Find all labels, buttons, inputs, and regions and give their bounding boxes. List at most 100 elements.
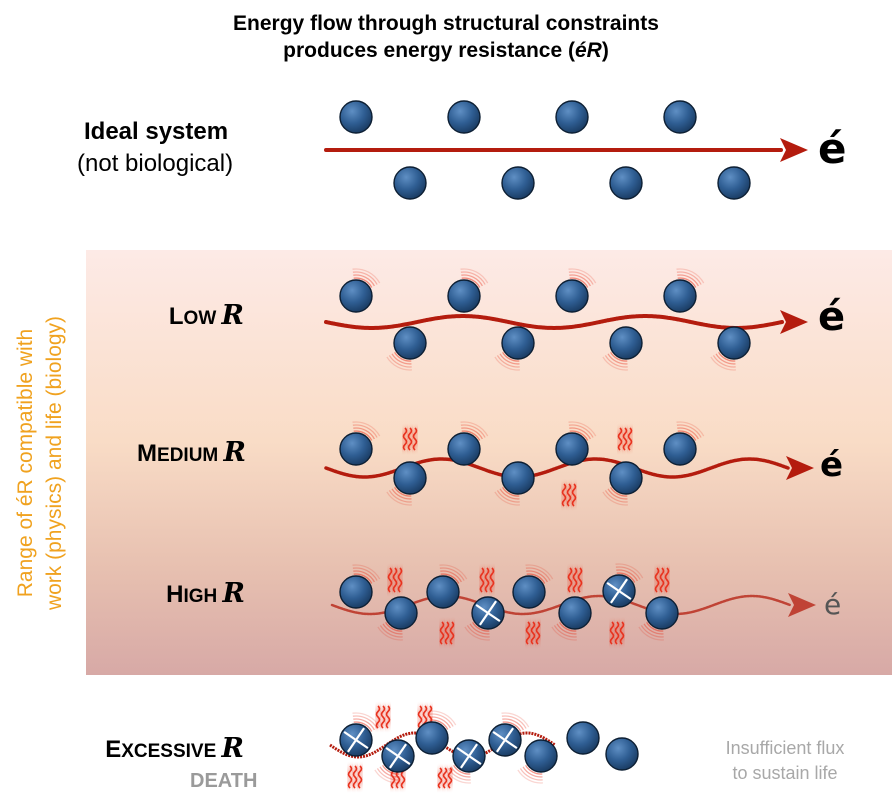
ideal-system-sublabel: (not biological) xyxy=(77,150,234,177)
particle xyxy=(393,166,427,200)
particle xyxy=(339,100,373,134)
particle xyxy=(384,596,418,630)
particle xyxy=(609,461,643,495)
particle xyxy=(339,432,373,466)
motion-arc xyxy=(460,268,489,288)
motion-arc xyxy=(374,764,400,784)
diagram-title: Energy flow through structural constrain… xyxy=(0,10,892,64)
broken-particle xyxy=(381,739,415,773)
low-arrow-head xyxy=(780,310,808,334)
low-output-e: é xyxy=(818,294,846,340)
motion-arc xyxy=(352,712,381,732)
motion-arc xyxy=(602,486,628,506)
particle xyxy=(426,575,460,609)
high-output-e: é xyxy=(824,588,842,621)
medium-r-label: MEDIUM R xyxy=(137,437,246,468)
particle xyxy=(501,461,535,495)
high-arrow-head xyxy=(788,593,816,617)
medium-arrow-head xyxy=(786,456,814,480)
particle xyxy=(609,326,643,360)
motion-arc xyxy=(352,268,381,288)
motion-arc xyxy=(439,564,468,584)
medium-output-e: é xyxy=(820,445,844,485)
motion-arc xyxy=(568,268,597,288)
broken-particle xyxy=(602,574,636,608)
heat-squiggle xyxy=(478,566,496,594)
motion-arc xyxy=(517,764,543,784)
motion-arc xyxy=(464,621,490,641)
motion-arc xyxy=(460,421,489,441)
particle xyxy=(339,279,373,313)
ideal-system-label: Ideal system xyxy=(84,118,229,145)
particle xyxy=(558,596,592,630)
motion-arc xyxy=(352,421,381,441)
motion-arc xyxy=(710,351,736,371)
motion-arc xyxy=(501,712,530,732)
particle xyxy=(501,166,535,200)
motion-arc xyxy=(445,764,471,784)
particle xyxy=(645,596,679,630)
broken-particle xyxy=(488,723,522,757)
motion-arc xyxy=(568,421,597,441)
particle xyxy=(663,279,697,313)
ideal-arrow-head xyxy=(780,138,808,162)
motion-arc xyxy=(377,621,403,641)
heat-squiggle xyxy=(346,764,364,790)
particle xyxy=(447,432,481,466)
motion-arc xyxy=(676,421,705,441)
particle xyxy=(447,100,481,134)
title-line-1: Energy flow through structural constrain… xyxy=(233,12,659,35)
low-arrow-line xyxy=(324,313,784,331)
particle xyxy=(393,326,427,360)
particle xyxy=(339,575,373,609)
heat-squiggle xyxy=(566,566,584,594)
low-r-label: LOW R xyxy=(168,300,244,331)
particle xyxy=(609,166,643,200)
heat-squiggle xyxy=(560,482,578,508)
particle xyxy=(501,326,535,360)
heat-squiggle xyxy=(436,766,454,790)
motion-arc xyxy=(676,268,705,288)
motion-arc xyxy=(386,486,412,506)
heat-squiggle xyxy=(386,566,404,594)
motion-arc xyxy=(551,621,577,641)
motion-arc xyxy=(494,486,520,506)
death-label: DEATH xyxy=(190,770,258,792)
broken-particle xyxy=(339,723,373,757)
particle xyxy=(512,575,546,609)
particle xyxy=(663,432,697,466)
particle xyxy=(605,737,639,771)
particle xyxy=(663,100,697,134)
particle xyxy=(566,721,600,755)
heat-squiggle xyxy=(524,620,542,646)
particle xyxy=(393,461,427,495)
broken-particle xyxy=(452,739,486,773)
motion-arc xyxy=(386,351,412,371)
motion-arc xyxy=(494,351,520,371)
motion-arc xyxy=(352,564,381,584)
motion-arc xyxy=(428,710,457,730)
heat-squiggle xyxy=(438,620,456,646)
ideal-output-e: é xyxy=(818,124,847,173)
particle xyxy=(555,279,589,313)
motion-arc xyxy=(615,563,644,583)
motion-arc xyxy=(602,351,628,371)
motion-arc xyxy=(638,621,664,641)
particle xyxy=(447,279,481,313)
heat-squiggle xyxy=(653,566,671,594)
motion-arc xyxy=(525,564,554,584)
excessive-r-label: EXCESSIVE R xyxy=(105,733,244,764)
particle xyxy=(415,721,449,755)
particle xyxy=(555,432,589,466)
particle xyxy=(524,739,558,773)
high-r-label: HIGH R xyxy=(166,578,245,609)
heat-squiggle xyxy=(401,426,419,452)
particle xyxy=(555,100,589,134)
particle xyxy=(717,326,751,360)
heat-squiggle xyxy=(608,620,626,646)
title-line-2: produces energy resistance (éR) xyxy=(283,39,609,62)
broken-particle xyxy=(471,596,505,630)
heat-squiggle xyxy=(374,704,392,730)
